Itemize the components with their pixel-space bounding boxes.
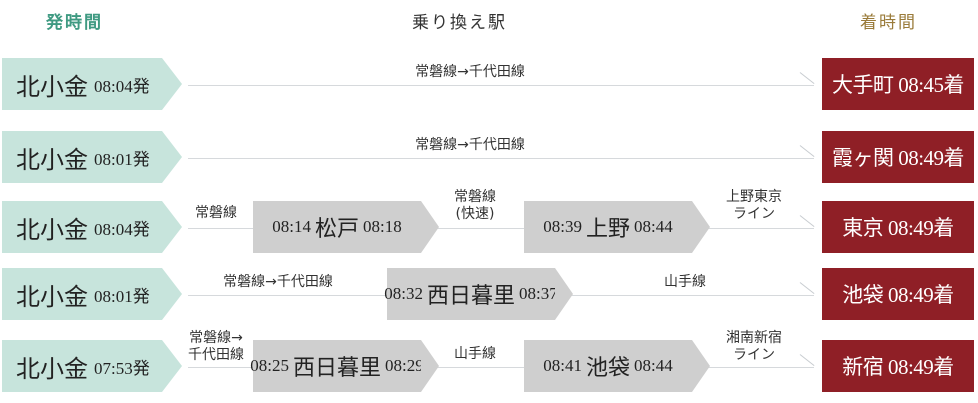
departure-station: 北小金 <box>16 356 88 383</box>
arrival-time-header: 着時間 <box>860 13 917 33</box>
route-line <box>188 367 814 368</box>
route-line <box>188 158 814 159</box>
transfer-depart-time: 08:37 <box>519 284 558 303</box>
departure-station: 北小金 <box>16 147 88 174</box>
route-row-1: 北小金 08:04発 常磐線→千代田線 大手町 08:45着 <box>0 58 978 110</box>
arrow-tick <box>799 282 815 294</box>
transfer-station: 西日暮里 <box>427 283 516 308</box>
line-label: 常磐線→ 千代田線 <box>188 330 244 363</box>
transfer-depart-time: 08:18 <box>363 217 402 236</box>
line-label: 山手線 <box>664 274 706 290</box>
arrival-box: 大手町 08:45着 <box>822 58 974 110</box>
line-label: 常磐線 <box>195 205 237 221</box>
line-label: 常磐線 (快速) <box>454 189 496 222</box>
arrow-tick <box>799 72 815 84</box>
departure-box: 北小金 07:53発 <box>2 340 182 392</box>
route-row-2: 北小金 08:01発 常磐線→千代田線 霞ヶ関 08:49着 <box>0 131 978 183</box>
arrival-box: 東京 08:49着 <box>822 201 974 253</box>
transfer-arrive-time: 08:25 <box>250 356 289 375</box>
arrival-box: 池袋 08:49着 <box>822 268 974 320</box>
route-line <box>188 228 814 229</box>
transfer-arrive-time: 08:32 <box>384 284 423 303</box>
transfer-box: 08:32 西日暮里 08:37 <box>384 268 573 320</box>
transfer-station: 松戸 <box>314 216 359 241</box>
departure-station: 北小金 <box>16 284 88 311</box>
transfer-station: 西日暮里 <box>293 355 382 380</box>
route-row-3: 北小金 08:04発 常磐線 08:14 松戸 08:18 常磐線 (快速) 0… <box>0 189 978 253</box>
departure-box: 北小金 08:01発 <box>2 131 182 183</box>
departure-station: 北小金 <box>16 217 88 244</box>
departure-time: 08:01発 <box>94 286 150 306</box>
transfer-box: 08:41 池袋 08:44 <box>524 340 710 392</box>
route-row-5: 北小金 07:53発 常磐線→ 千代田線 08:25 西日暮里 08:29 山手… <box>0 330 978 392</box>
line-label: 上野東京 ライン <box>726 189 782 222</box>
line-label: 常磐線→千代田線 <box>415 137 525 153</box>
line-label: 常磐線→千代田線 <box>223 274 333 290</box>
departure-time: 07:53発 <box>94 358 150 378</box>
transfer-station: 上野 <box>585 216 630 241</box>
departure-time: 08:04発 <box>94 76 150 96</box>
arrow-tick <box>799 145 815 157</box>
transfer-box: 08:14 松戸 08:18 <box>253 201 439 253</box>
transfer-box: 08:25 西日暮里 08:29 <box>250 340 439 392</box>
departure-box: 北小金 08:04発 <box>2 201 182 253</box>
arrow-tick <box>799 215 815 227</box>
arrival-box: 新宿 08:49着 <box>822 340 974 392</box>
transfer-depart-time: 08:29 <box>385 356 424 375</box>
line-label: 山手線 <box>454 346 496 362</box>
transfer-arrive-time: 08:39 <box>543 217 582 236</box>
line-label: 常磐線→千代田線 <box>415 64 525 80</box>
route-row-4: 北小金 08:01発 常磐線→千代田線 08:32 西日暮里 08:37 山手線… <box>0 268 978 320</box>
departure-box: 北小金 08:04発 <box>2 58 182 110</box>
transfer-depart-time: 08:44 <box>634 217 673 236</box>
departure-station: 北小金 <box>16 74 88 101</box>
transfer-station: 池袋 <box>585 355 630 380</box>
transfer-station-header: 乗り換え駅 <box>412 13 507 33</box>
route-line <box>188 85 814 86</box>
arrival-box: 霞ヶ関 08:49着 <box>822 131 974 183</box>
departure-time: 08:01発 <box>94 149 150 169</box>
departure-time-header: 発時間 <box>46 13 103 33</box>
transfer-box: 08:39 上野 08:44 <box>524 201 710 253</box>
departure-time: 08:04発 <box>94 219 150 239</box>
transfer-depart-time: 08:44 <box>634 356 673 375</box>
line-label: 湘南新宿 ライン <box>726 330 782 363</box>
arrow-tick <box>799 354 815 366</box>
transfer-arrive-time: 08:41 <box>543 356 582 375</box>
transfer-arrive-time: 08:14 <box>272 217 311 236</box>
departure-box: 北小金 08:01発 <box>2 268 182 320</box>
